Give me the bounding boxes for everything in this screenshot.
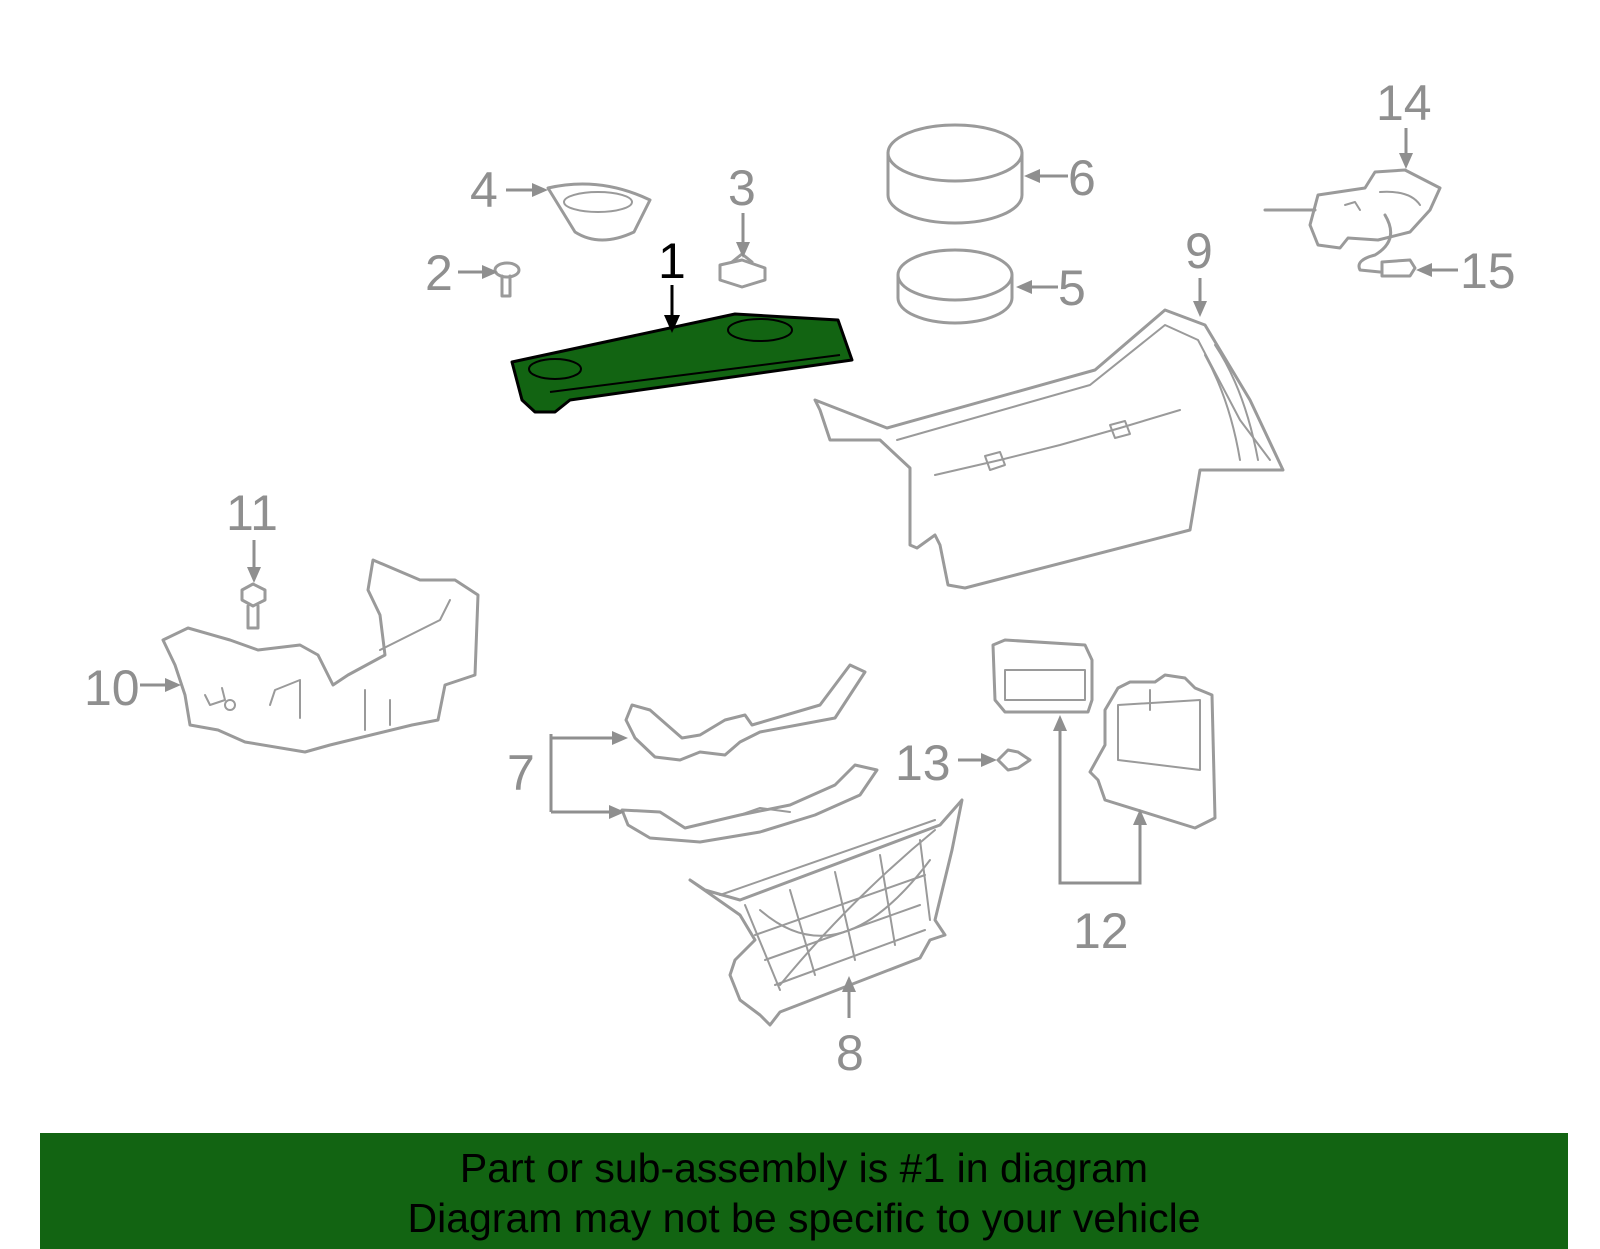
- part-10-side-panel[interactable]: [161, 558, 480, 754]
- banner-line-1: Part or sub-assembly is #1 in diagram: [459, 1145, 1149, 1191]
- leader-3: [736, 213, 750, 258]
- callout-2: 2: [425, 245, 453, 301]
- part-2-push-pin[interactable]: [493, 261, 521, 298]
- leader-13: [958, 753, 997, 767]
- leader-2: [458, 265, 498, 279]
- part-7-sill-plates[interactable]: [620, 663, 879, 844]
- part-13-clip[interactable]: [996, 748, 1032, 772]
- callout-11: 11: [226, 485, 278, 541]
- part-15-connector[interactable]: [1357, 213, 1417, 278]
- info-banner: Part or sub-assembly is #1 in diagram Di…: [40, 1133, 1568, 1249]
- callout-14: 14: [1376, 75, 1432, 131]
- part-11-bolt[interactable]: [240, 582, 267, 630]
- callout-12: 12: [1073, 903, 1129, 959]
- callout-5: 5: [1058, 260, 1086, 316]
- part-9-trunk-trim[interactable]: [813, 308, 1285, 590]
- leader-8: [842, 976, 856, 1018]
- leader-4: [506, 183, 548, 197]
- banner-line-2: Diagram may not be specific to your vehi…: [407, 1195, 1201, 1241]
- callout-7: 7: [507, 745, 535, 801]
- callout-9: 9: [1185, 223, 1213, 279]
- leader-12: [1053, 715, 1147, 885]
- callout-6: 6: [1068, 150, 1096, 206]
- callout-13: 13: [895, 735, 951, 791]
- leader-11: [247, 540, 261, 583]
- part-1-package-tray[interactable]: [510, 312, 854, 414]
- leader-6: [1024, 169, 1068, 183]
- leader-15: [1416, 263, 1458, 277]
- part-5-cap[interactable]: [896, 248, 1014, 325]
- leader-10: [140, 678, 181, 692]
- callout-3: 3: [728, 160, 756, 216]
- part-4-speaker-bracket[interactable]: [546, 182, 652, 242]
- part-8-cargo-net[interactable]: [688, 798, 964, 1027]
- callout-4: 4: [470, 162, 498, 218]
- callout-10: 10: [84, 660, 140, 716]
- leader-5: [1016, 280, 1058, 294]
- leader-7: [549, 731, 628, 819]
- leader-9: [1193, 278, 1207, 317]
- leader-1: [664, 285, 680, 333]
- part-14-actuator[interactable]: [1263, 168, 1442, 250]
- part-6-cap[interactable]: [886, 123, 1024, 225]
- leader-14: [1399, 128, 1413, 169]
- callout-8: 8: [836, 1025, 864, 1081]
- part-3-nut-clip[interactable]: [718, 252, 767, 289]
- callout-15: 15: [1460, 243, 1516, 299]
- part-12-trim-brackets[interactable]: [991, 638, 1217, 830]
- callout-1: 1: [658, 233, 686, 289]
